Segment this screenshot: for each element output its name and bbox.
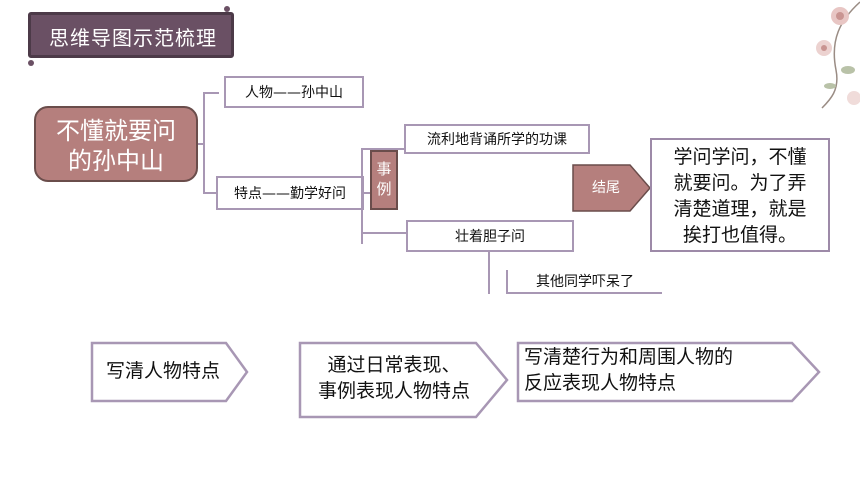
- branch-person-connector: [203, 92, 219, 94]
- example2-sub-node: 其他同学吓呆了: [506, 270, 662, 294]
- step3-arrow-shape: [516, 341, 821, 403]
- step2-line2: 事例表现人物特点: [317, 380, 470, 402]
- branch-trait-connector: [203, 192, 217, 194]
- main-topic-node: 不懂就要问 的孙中山: [34, 106, 198, 182]
- flower-decoration-icon: [816, 1, 860, 109]
- ending-text-line2: 就要问。为了弄: [673, 172, 807, 194]
- main-topic-line2: 的孙中山: [68, 147, 164, 175]
- branch-trait-node: 特点——勤学好问: [216, 176, 364, 210]
- main-stem-line: [198, 143, 204, 145]
- step2-label: 通过日常表现、 事例表现人物特点: [302, 352, 486, 404]
- branch-person-node: 人物——孙中山: [224, 76, 364, 108]
- ending-label: 结尾: [592, 180, 620, 196]
- example1-connector: [361, 148, 405, 150]
- step1-line1: 写清人物特点: [105, 360, 220, 382]
- title-pin-top: [224, 6, 230, 12]
- ending-text-line1: 学问学问，不懂: [673, 146, 807, 168]
- step2-line1: 通过日常表现、: [327, 354, 461, 376]
- step1-label: 写清人物特点: [96, 358, 230, 384]
- step3-line1: 写清楚行为和周围人物的: [524, 346, 734, 368]
- page-title: 思维导图示范梳理: [28, 12, 234, 58]
- ending-text-line3: 清楚道理，就是: [673, 198, 807, 220]
- example1-node: 流利地背诵所学的功课: [404, 124, 590, 154]
- example2-connector: [361, 232, 407, 234]
- ending-arrow: [572, 164, 651, 212]
- example2-sub-connector: [488, 252, 490, 294]
- example-tag-char2: 例: [376, 180, 392, 198]
- step3-line2: 反应表现人物特点: [524, 372, 677, 394]
- ending-text-line4: 挨打也值得。: [682, 224, 797, 246]
- example-tag-char1: 事: [376, 160, 392, 178]
- step1-arrow-shape: [90, 341, 249, 403]
- example-tag: 事 例: [370, 150, 398, 210]
- main-topic-line1: 不懂就要问: [56, 117, 176, 145]
- step2-arrow-shape: [298, 341, 509, 419]
- example-bracket-line: [361, 148, 363, 244]
- example-stem-line: [364, 192, 370, 194]
- example2-node: 壮着胆子问: [406, 220, 574, 252]
- ending-text-box: 学问学问，不懂 就要问。为了弄 清楚道理，就是 挨打也值得。: [650, 138, 830, 252]
- step3-label: 写清楚行为和周围人物的 反应表现人物特点: [524, 344, 794, 396]
- title-pin-bottom: [28, 60, 34, 66]
- main-bracket-line: [203, 92, 205, 194]
